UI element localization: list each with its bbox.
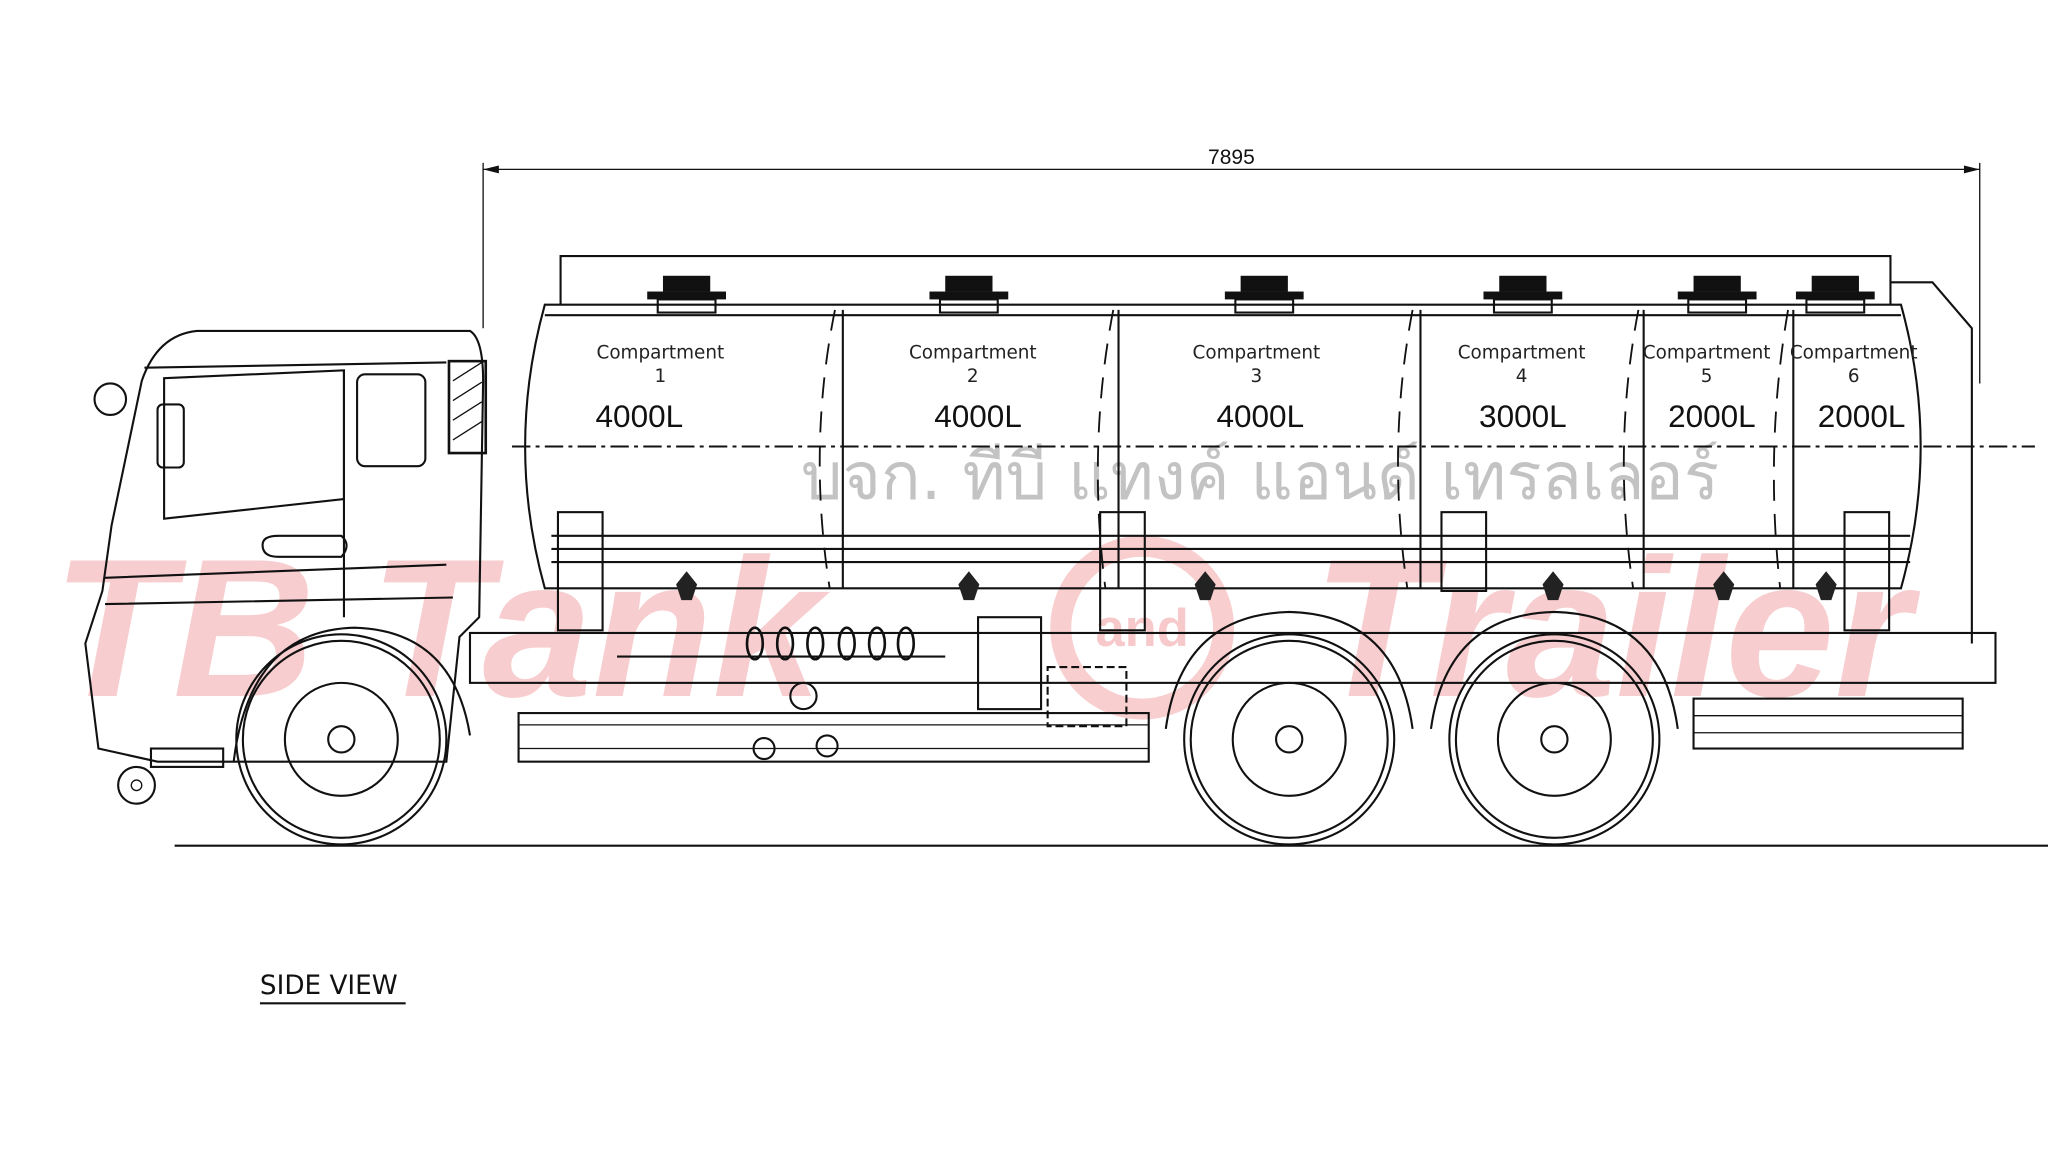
bottom-valves <box>676 571 1837 601</box>
compartment-number: 5 <box>1701 366 1713 387</box>
compartment-number: 1 <box>654 366 666 387</box>
watermark-thai-company: บจก. ทีบี แทงค์ แอนด์ เทรลเลอร์ <box>801 439 1719 515</box>
compartment-volume: 4000L <box>596 398 684 434</box>
rear-wheel-2 <box>1429 610 1679 846</box>
overall-length-dimension: 7895 <box>482 146 1981 384</box>
compartment-dividers <box>818 309 1795 589</box>
compartment-label: Compartment <box>1643 343 1771 364</box>
compartment-volume: 3000L <box>1479 398 1567 434</box>
compartment-volume: 2000L <box>1818 398 1906 434</box>
watermark-brand-left: TB Tank <box>53 518 831 738</box>
compartment-number: 4 <box>1516 366 1528 387</box>
side-view-label: SIDE VIEW <box>260 971 398 1001</box>
rear-wheel-1 <box>1164 610 1414 846</box>
watermark-and: and <box>1095 599 1188 658</box>
compartment-volume: 4000L <box>1217 398 1305 434</box>
compartment-number: 3 <box>1251 366 1263 387</box>
truck-cab <box>84 329 488 805</box>
compartment-number: 2 <box>967 366 979 387</box>
compartment-label: Compartment <box>1458 343 1586 364</box>
compartment-volume: 4000L <box>934 398 1022 434</box>
wheels <box>235 610 1679 846</box>
watermark-brand-right: Trailer <box>1313 518 1921 738</box>
front-wheel <box>235 633 448 846</box>
compartment-number: 6 <box>1848 366 1860 387</box>
watermark: TB Tank and Trailer บจก. ทีบี แทงค์ แอนด… <box>53 439 1921 738</box>
compartment-label: Compartment <box>1193 343 1321 364</box>
chassis <box>468 616 1997 763</box>
compartment-label: Compartment <box>596 343 724 364</box>
view-title: SIDE VIEW <box>259 971 406 1005</box>
manifold-outlets <box>745 626 916 661</box>
manholes <box>647 275 1875 314</box>
mirror <box>93 382 128 417</box>
compartment-label: Compartment <box>909 343 1037 364</box>
compartment-volume: 2000L <box>1668 398 1756 434</box>
compartment-label: Compartment <box>1790 343 1918 364</box>
dimension-value: 7895 <box>1208 146 1255 169</box>
